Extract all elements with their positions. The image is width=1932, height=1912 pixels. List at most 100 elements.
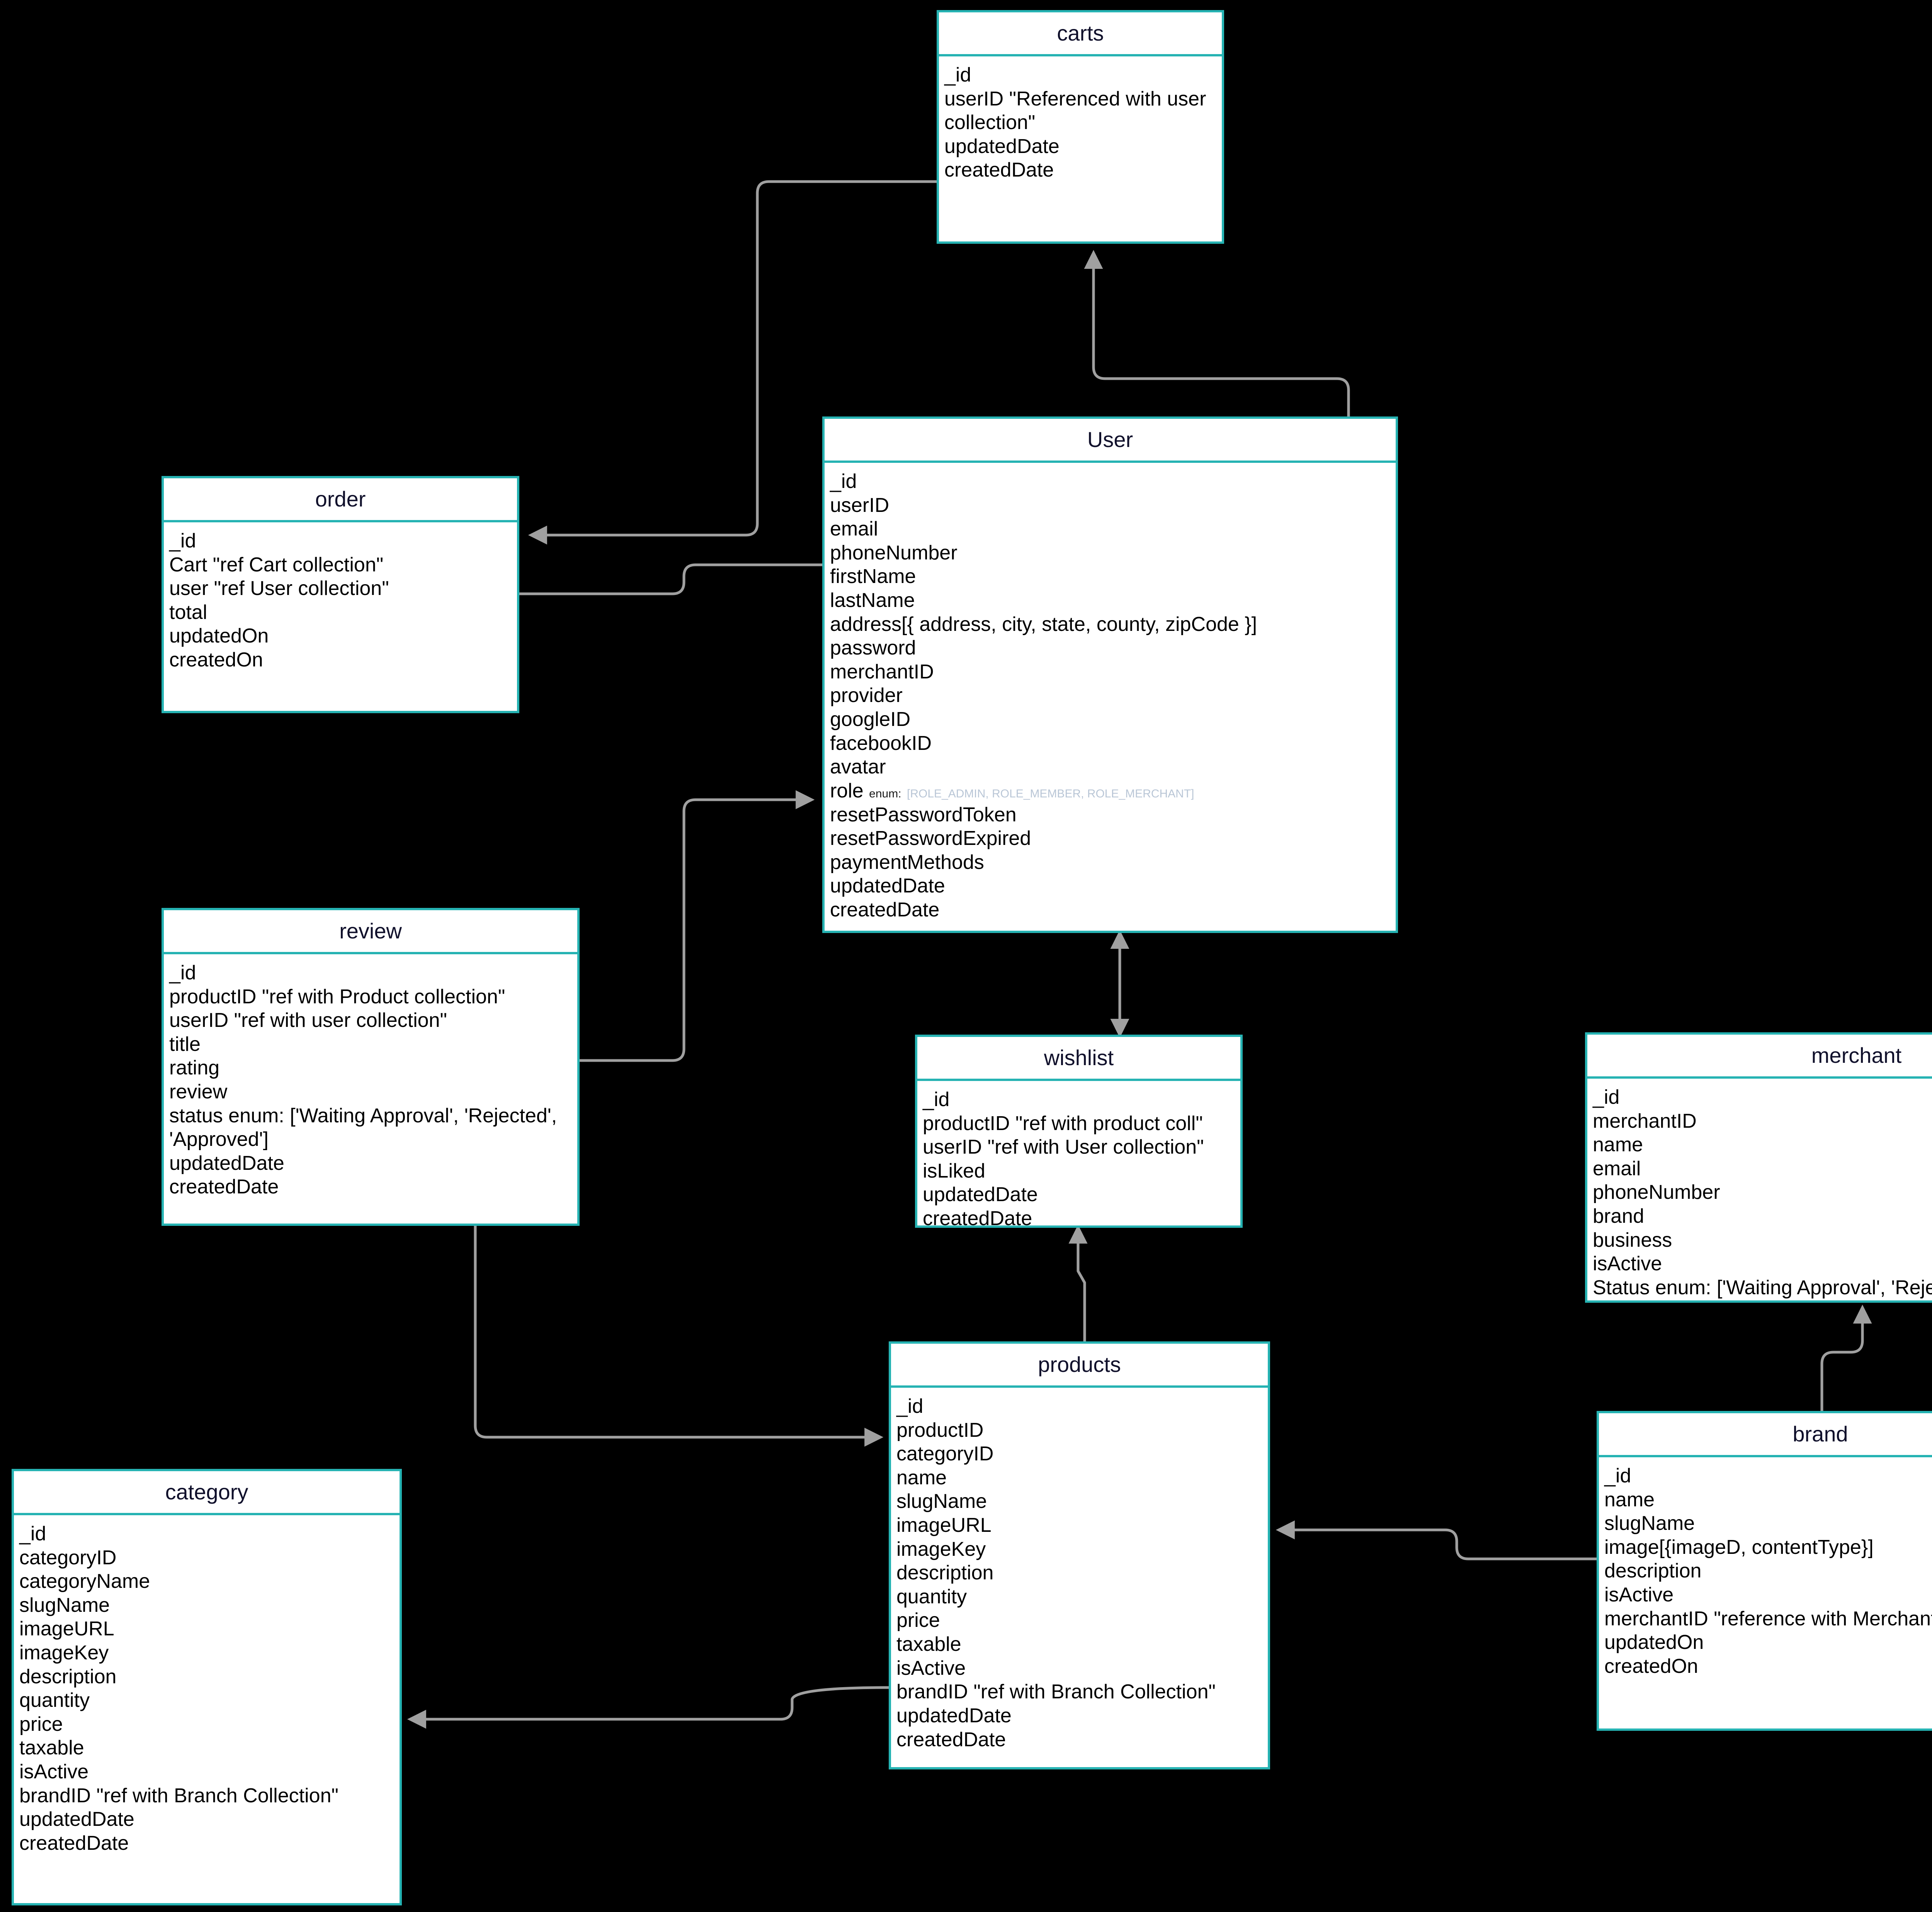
connector-brand-to-products [1276,1520,1597,1560]
field-row: _id [1593,1086,1620,1108]
field-row: slugName [896,1490,987,1513]
field-row: price [19,1713,63,1735]
entity-title-merchant: merchant [1587,1035,1932,1079]
field-row: categoryID [19,1546,117,1569]
connector-review-to-products [474,1226,884,1447]
field-row: productID "ref with product coll" [923,1112,1203,1135]
field-row: address[{ address, city, state, county, … [830,613,1257,636]
field-row: password [830,637,916,659]
entity-title-review: review [164,910,577,954]
field-row: imageKey [19,1642,109,1664]
field-row: total [169,601,207,624]
field-row: name [1604,1488,1655,1511]
field-row: slugName [19,1594,110,1616]
field-row: provider [830,684,903,707]
field-row: categoryID [896,1443,994,1465]
field-row: brand [1593,1205,1644,1228]
field-row: updatedDate [923,1183,1038,1206]
field-row: description [19,1665,117,1688]
entity-title-category: category [14,1471,400,1515]
field-name: role [830,779,864,802]
field-row: price [896,1609,940,1632]
field-row: imageURL [896,1514,992,1537]
field-row: role enum: [ROLE_ADMIN, ROLE_MEMBER, ROL… [830,779,1390,803]
entity-title-user: User [825,419,1396,463]
field-row: slugName [1604,1512,1695,1535]
field-row: resetPasswordToken [830,803,1017,826]
field-row: taxable [19,1737,84,1759]
field-row: updatedOn [1604,1631,1704,1654]
field-row: _id [19,1523,46,1545]
field-row: isActive [1593,1253,1662,1275]
field-row: createdDate [923,1207,1032,1225]
field-row: imageURL [19,1618,114,1640]
field-row: isLiked [923,1159,985,1182]
field-row: phoneNumber [1593,1181,1720,1204]
field-row: Status enum: ['Waiting Approval', 'Rejec… [1593,1276,1932,1299]
field-row: userID "ref with User collection" [923,1136,1204,1159]
field-row: imageKey [896,1538,986,1560]
connector-products-to-wishlist [1068,1224,1088,1341]
field-row: createdDate [19,1832,129,1854]
field-row: userID "ref with user collection" [169,1009,447,1032]
field-row: _id [944,64,971,86]
connector-products-to-category [407,1686,889,1729]
field-row: isActive [1604,1584,1674,1606]
field-row: createdDate [896,1728,1006,1751]
field-row: createdDate [944,159,1054,182]
field-row: merchantID [830,660,934,683]
field-row: brandID "ref with Branch Collection" [896,1681,1216,1703]
field-row: title [169,1033,201,1055]
field-enum-keyword: enum: [869,787,901,800]
field-enum-values: [ROLE_ADMIN, ROLE_MEMBER, ROLE_MERCHANT] [907,787,1194,800]
field-row: avatar [830,756,886,778]
field-row: googleID [830,708,911,731]
entity-title-wishlist: wishlist [917,1037,1240,1081]
connector-order-to-user [519,563,822,595]
field-row: updatedDate [944,135,1060,158]
field-row: resetPasswordExpired [830,827,1031,850]
field-row: createdOn [169,649,263,671]
field-row: user "ref User collection" [169,577,389,600]
field-row: email [830,518,878,540]
field-row: createdOn [1604,1655,1698,1677]
field-row: _id [1604,1465,1631,1487]
entity-title-products: products [891,1344,1268,1388]
field-row: _id [830,470,857,493]
field-row: createdDate [830,898,940,921]
field-row: email [1593,1157,1641,1180]
field-row: isActive [896,1657,966,1679]
field-row: _id [896,1395,923,1417]
field-row: updatedDate [896,1704,1012,1727]
field-row: description [896,1562,994,1584]
connector-user-to-carts [1084,250,1350,416]
field-row: taxable [896,1633,961,1656]
field-row: brandID "ref with Branch Collection" [19,1784,338,1807]
connector-brand-to-merchant [1820,1304,1872,1411]
field-row: name [896,1466,947,1489]
field-row: isActive [19,1761,89,1783]
field-row: _id [923,1088,950,1111]
field-row: quantity [896,1585,967,1608]
field-row: name [1593,1134,1643,1156]
field-row: updatedDate [169,1152,284,1174]
field-row: lastName [830,589,915,612]
